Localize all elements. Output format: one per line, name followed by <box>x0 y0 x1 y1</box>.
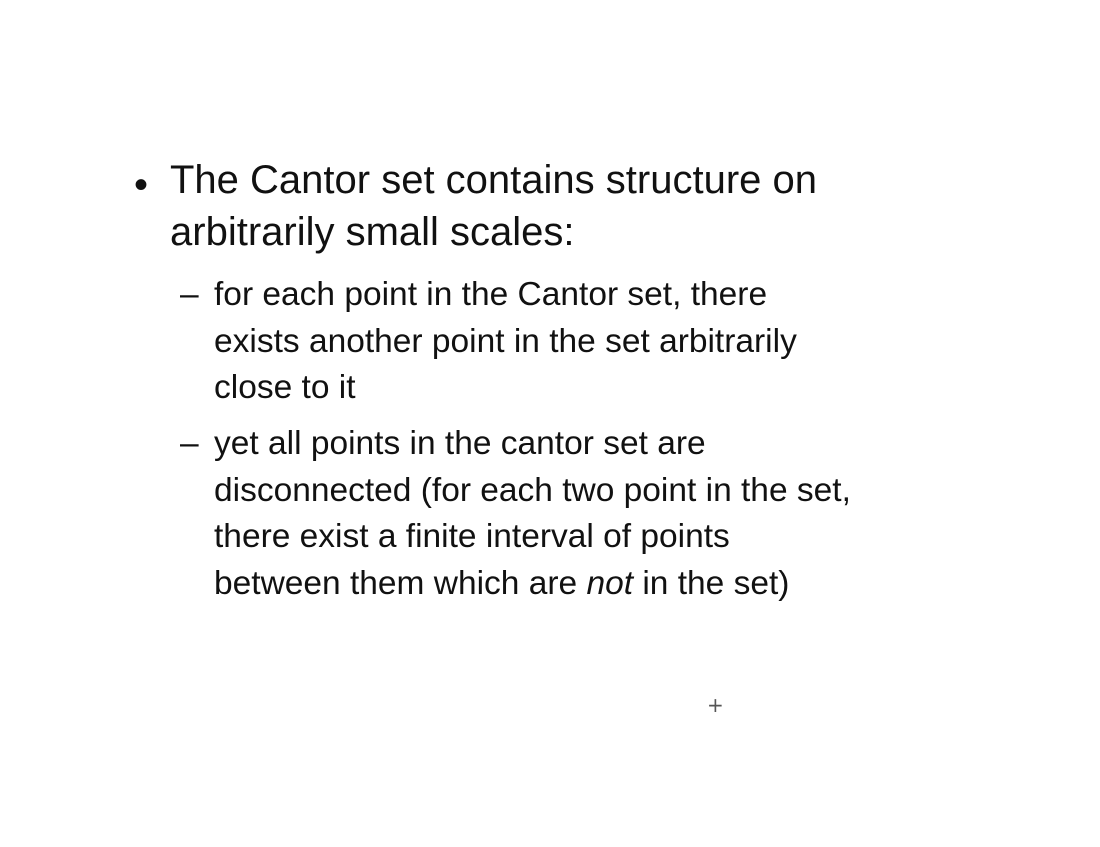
bullet-marker: • <box>134 163 149 207</box>
subitem-2-line-3: there exist a finite interval of points <box>214 518 730 555</box>
line-text: in the set) <box>633 565 790 602</box>
crosshair-cursor-icon: + <box>707 693 724 717</box>
line-text: between them which are <box>214 565 587 602</box>
subitem-2-line-1: yet all points in the cantor set are <box>214 425 706 462</box>
subitem-1-line-3: close to it <box>214 369 356 406</box>
subitem-1-line-2: exists another point in the set arbitrar… <box>214 323 797 360</box>
bullet-text-line-2: arbitrarily small scales: <box>170 210 575 254</box>
subitem-1-line-1: for each point in the Cantor set, there <box>214 276 768 313</box>
emphasis-not: not <box>586 565 634 602</box>
subitem-2-line-2: disconnected (for each two point in the … <box>214 472 851 509</box>
subitem-2-marker: – <box>180 425 199 462</box>
subitem-1-marker: – <box>180 276 199 313</box>
bullet-text-line-1: The Cantor set contains structure on <box>170 158 817 202</box>
subitem-2-line-4: between them which are not in the set) <box>214 565 789 603</box>
